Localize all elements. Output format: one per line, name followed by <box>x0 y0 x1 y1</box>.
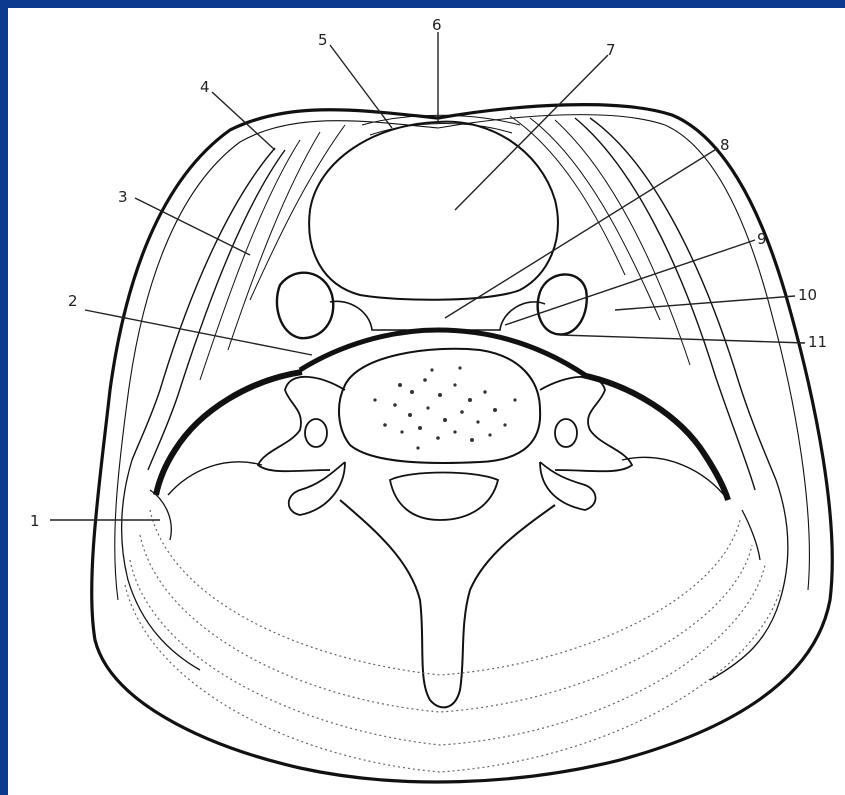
pharynx-outline <box>309 122 558 300</box>
label-5: 5 <box>318 31 328 49</box>
right-transverse-foramen <box>555 419 577 447</box>
label-10: 10 <box>798 286 817 304</box>
label-7: 7 <box>606 41 616 59</box>
right-trapezius-wedge <box>742 510 760 560</box>
left-deep-muscle-line <box>168 462 262 495</box>
right-muscle-band-5 <box>510 116 625 275</box>
leader-lines <box>50 32 805 520</box>
left-transverse-foramen <box>305 419 327 447</box>
label-3: 3 <box>118 188 128 206</box>
right-muscle-band-2 <box>575 118 755 490</box>
vertebral-body <box>339 349 540 463</box>
bone-texture <box>373 366 516 449</box>
left-trapezius-edge <box>122 460 200 670</box>
left-deep-muscle-band <box>156 372 302 495</box>
prevertebral-layer-thick <box>300 330 585 375</box>
left-vessel <box>277 273 333 338</box>
right-trapezius-edge <box>710 480 788 680</box>
right-transverse-process <box>540 377 632 471</box>
spinal-canal <box>390 473 498 521</box>
diagram-labels: 1 2 3 4 5 6 7 8 9 10 11 <box>30 16 827 530</box>
spinous-process <box>340 500 555 707</box>
label-2: 2 <box>68 292 78 310</box>
left-trapezius-wedge <box>150 490 171 540</box>
fascia-line-outer-left <box>115 121 438 600</box>
left-muscle-band-3 <box>200 140 300 380</box>
left-transverse-process <box>258 377 345 471</box>
diagram-frame: 1 2 3 4 5 6 7 8 9 10 11 <box>8 8 845 795</box>
prevertebral-layer <box>330 301 545 330</box>
right-vessel <box>538 274 587 334</box>
label-9: 9 <box>757 230 767 248</box>
left-muscle-band-4 <box>228 132 320 350</box>
label-11: 11 <box>808 333 827 351</box>
right-muscle-band-4 <box>530 118 660 320</box>
neck-cross-section-diagram: 1 2 3 4 5 6 7 8 9 10 11 <box>8 8 845 795</box>
label-8: 8 <box>720 136 730 154</box>
label-6: 6 <box>432 16 442 34</box>
label-4: 4 <box>200 78 210 96</box>
posterior-dotted-layers <box>125 510 780 772</box>
label-1: 1 <box>30 512 40 530</box>
right-lamina <box>540 462 596 510</box>
